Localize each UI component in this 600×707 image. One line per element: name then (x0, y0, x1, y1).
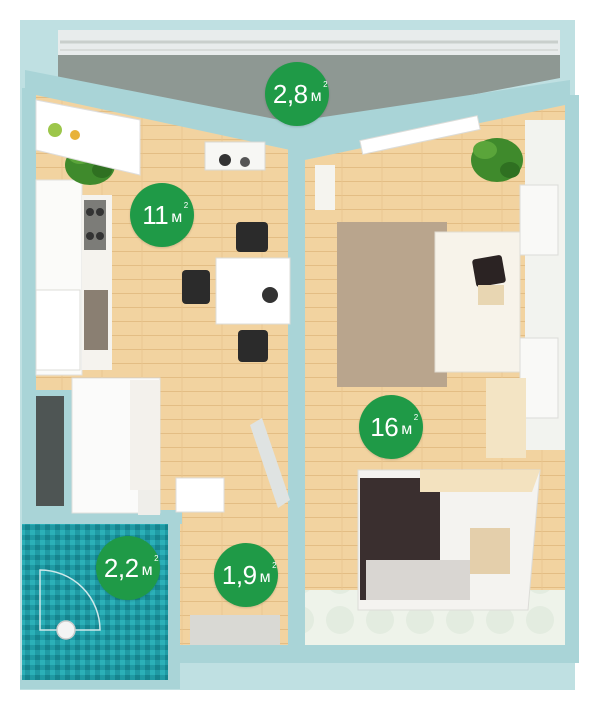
rug (337, 222, 447, 387)
sofa (434, 231, 521, 373)
dining-set (182, 222, 291, 362)
area-value: 2,2 (103, 553, 139, 583)
living-furniture (315, 165, 559, 458)
area-value: 16 (370, 412, 399, 442)
wall-diagonal-right (290, 80, 570, 160)
wall-center (288, 145, 305, 650)
area-value: 11 (142, 200, 169, 230)
shower-drain (56, 620, 76, 640)
kitchen-cabinets (35, 179, 160, 490)
stove (84, 200, 106, 250)
wall-bottom (170, 645, 579, 663)
area-value: 2,8 (272, 79, 308, 109)
vase (262, 287, 278, 303)
closet (30, 377, 161, 515)
shelf-bottom (519, 337, 559, 419)
bed (357, 469, 541, 611)
bathroom (22, 510, 182, 680)
area-value: 1,9 (221, 560, 257, 590)
shelf-top (519, 184, 559, 256)
window (359, 115, 481, 155)
kitchen-counter (35, 99, 266, 176)
entry-door (175, 418, 290, 513)
living-plant (471, 138, 523, 182)
wall-right (565, 95, 579, 655)
wall-diagonal-left (25, 70, 290, 150)
